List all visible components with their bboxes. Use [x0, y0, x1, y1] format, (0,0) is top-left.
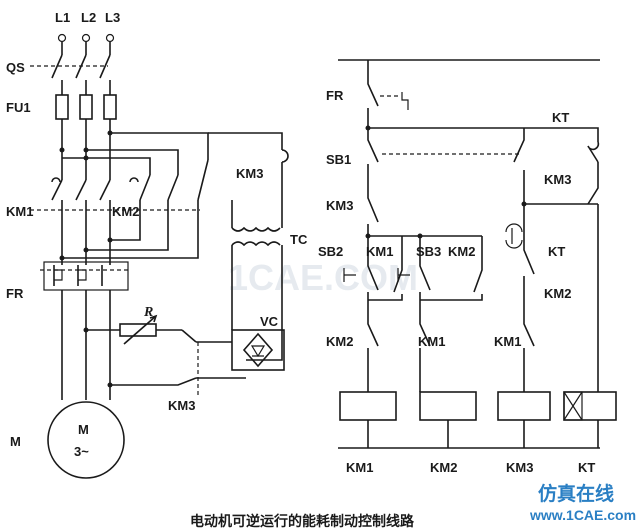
ctrl-label-sb1: SB1	[326, 152, 351, 167]
ctrl-label-km2-right: KM2	[544, 286, 571, 301]
ctrl-label-fr: FR	[326, 88, 344, 103]
label-km2: KM2	[112, 204, 139, 219]
label-l2: L2	[81, 10, 96, 25]
motor-m: M	[78, 422, 89, 437]
main-circuit: L1 L2 L3 QS FU1 KM1	[6, 10, 308, 479]
ctrl-label-sb3: SB3	[416, 244, 441, 259]
watermark-background: 1CAE.COM	[228, 257, 418, 298]
ctrl-label-km3: KM3	[326, 198, 353, 213]
ctrl-label-km3-right: KM3	[544, 172, 571, 187]
label-vc: VC	[260, 314, 279, 329]
ctrl-label-kt-top: KT	[552, 110, 569, 125]
coil-label-km1: KM1	[346, 460, 373, 475]
label-qs: QS	[6, 60, 25, 75]
label-km1: KM1	[6, 204, 33, 219]
ctrl-label-km1-lo2: KM1	[494, 334, 521, 349]
diagram-caption: 电动机可逆运行的能耗制动控制线路	[190, 513, 415, 529]
watermark-cn: 仿真在线	[538, 482, 614, 505]
ctrl-label-sb2: SB2	[318, 244, 343, 259]
ctrl-label-km2-lo: KM2	[326, 334, 353, 349]
coil-label-kt: KT	[578, 460, 595, 475]
coil-label-km2: KM2	[430, 460, 457, 475]
label-km3-dc: KM3	[168, 398, 195, 413]
ctrl-label-kt-mid: KT	[548, 244, 565, 259]
label-tc: TC	[290, 232, 308, 247]
label-fu1: FU1	[6, 100, 31, 115]
motor-3ph: 3~	[74, 444, 89, 459]
label-l1: L1	[55, 10, 70, 25]
ctrl-label-km1-lo: KM1	[418, 334, 445, 349]
label-motor: M	[10, 434, 21, 449]
label-l3: L3	[105, 10, 120, 25]
ctrl-label-km2: KM2	[448, 244, 475, 259]
coil-label-km3: KM3	[506, 460, 533, 475]
control-circuit: FR KT SB1 KM3 KM3 SB2 KM1 SB3 K	[318, 59, 617, 475]
ctrl-label-km1: KM1	[366, 244, 393, 259]
watermark-url: www.1CAE.com	[529, 507, 636, 523]
label-km3: KM3	[236, 166, 263, 181]
label-r: R	[143, 305, 153, 320]
label-fr: FR	[6, 286, 24, 301]
